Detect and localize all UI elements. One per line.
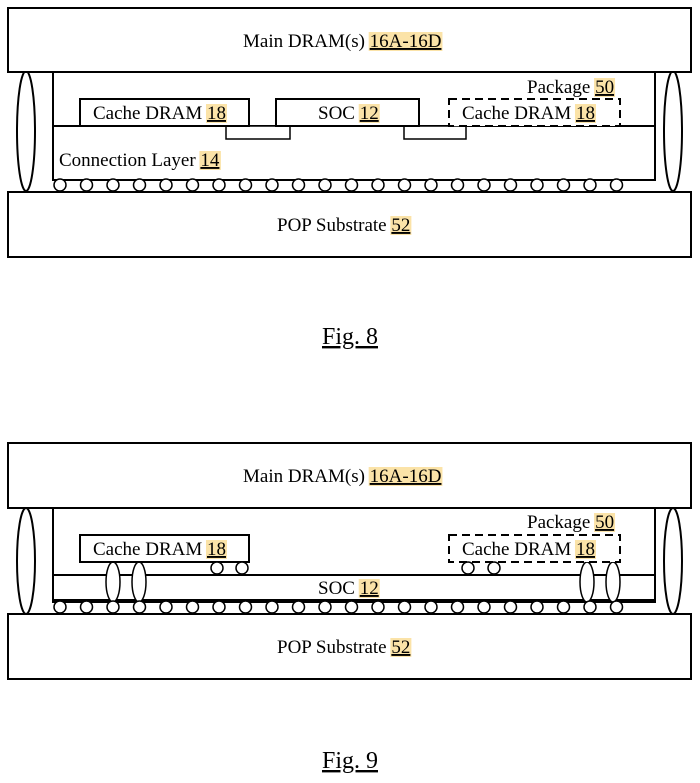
cache-dram-right-label: Cache DRAM 18 [462,103,595,124]
through-via [579,561,595,603]
reference-highlight [368,467,443,486]
reference-highlight [594,78,616,97]
reference-highlight [574,104,596,123]
solder-ball [318,600,332,614]
solder-ball [530,600,544,614]
main-dram-label: Main DRAM(s) 16A-16D [243,466,441,487]
solder-ball [583,178,597,192]
solder-ball [238,600,253,614]
main-dram [7,442,692,509]
solder-ball [450,178,465,192]
micro-bump [461,561,475,575]
reference-highlight [205,104,227,123]
solder-ball [318,178,332,192]
solder-ball [477,600,491,614]
main-dram-label: Main DRAM(s) 16A-16D [243,31,441,52]
reference-highlight [390,638,412,657]
solder-ball [106,178,120,192]
solder-ball [503,178,518,192]
side-interconnect-right [663,507,683,615]
solder-ball [106,600,120,614]
reference-highlight [368,32,443,51]
solder-ball [79,600,94,614]
soc-label: SOC 12 [318,578,379,599]
solder-ball [450,600,465,614]
solder-ball [371,600,385,614]
solder-ball [609,600,624,614]
solder-ball [583,600,597,614]
pop-substrate-label: POP Substrate 52 [277,215,410,236]
solder-ball [556,600,571,614]
solder-ball [530,178,544,192]
figure-caption: Fig. 9 [322,748,378,774]
solder-ball [424,600,438,614]
reference-highlight [205,540,227,559]
solder-ball [212,178,226,192]
solder-ball [159,600,173,614]
reference-highlight [358,104,380,123]
reference-highlight [199,151,221,170]
figure-caption: Fig. 8 [322,324,378,350]
solder-ball [265,178,279,192]
solder-ball [132,178,147,192]
reference-highlight [574,540,596,559]
solder-ball [265,600,279,614]
solder-ball [212,600,226,614]
solder-ball [291,600,306,614]
through-via [105,561,121,603]
main-dram [7,7,692,73]
solder-ball [185,600,200,614]
solder-ball [424,178,438,192]
soc [52,574,656,601]
solder-ball [556,178,571,192]
solder-ball [609,178,624,192]
through-via [605,561,621,603]
side-interconnect-right [663,70,683,192]
cache-dram-left-label: Cache DRAM 18 [93,539,226,560]
soc [275,98,420,127]
through-via [131,561,147,603]
figure-9: SOC 12 Cache DRAM 18 Cache DRAM 18 Packa… [7,442,692,774]
solder-ball [185,178,200,192]
solder-ball [397,600,412,614]
reference-highlight [594,513,616,532]
pop-substrate [7,613,692,680]
solder-ball [397,178,412,192]
pop-substrate-label: POP Substrate 52 [277,637,410,658]
micro-bump [210,561,224,575]
solder-ball [291,178,306,192]
solder-ball [79,178,94,192]
figure-8: Cache DRAM 18 SOC 12 Cache DRAM 18 Packa… [7,7,692,350]
soc-label: SOC 12 [318,103,379,124]
solder-ball [344,600,359,614]
solder-ball [477,178,491,192]
side-interconnect-left [16,507,36,615]
solder-ball [344,178,359,192]
cache-dram-right-label: Cache DRAM 18 [462,539,595,560]
micro-bump [235,561,249,575]
soc-bump-left [225,125,291,140]
solder-ball [503,600,518,614]
cache-dram-left-label: Cache DRAM 18 [93,103,226,124]
reference-highlight [358,579,380,598]
package-label: Package 50 [527,512,614,533]
solder-ball [132,600,147,614]
pop-substrate [7,191,692,258]
solder-ball [238,178,253,192]
connection-layer-label: Connection Layer 14 [59,150,220,171]
solder-ball [371,178,385,192]
solder-ball-row [53,600,624,614]
solder-ball [53,178,67,192]
side-interconnect-left [16,70,36,192]
package-label: Package 50 [527,77,614,98]
reference-highlight [390,216,412,235]
soc-bump-right [403,125,467,140]
micro-bump [487,561,501,575]
solder-ball [159,178,173,192]
solder-ball-row [53,178,624,192]
solder-ball [53,600,67,614]
